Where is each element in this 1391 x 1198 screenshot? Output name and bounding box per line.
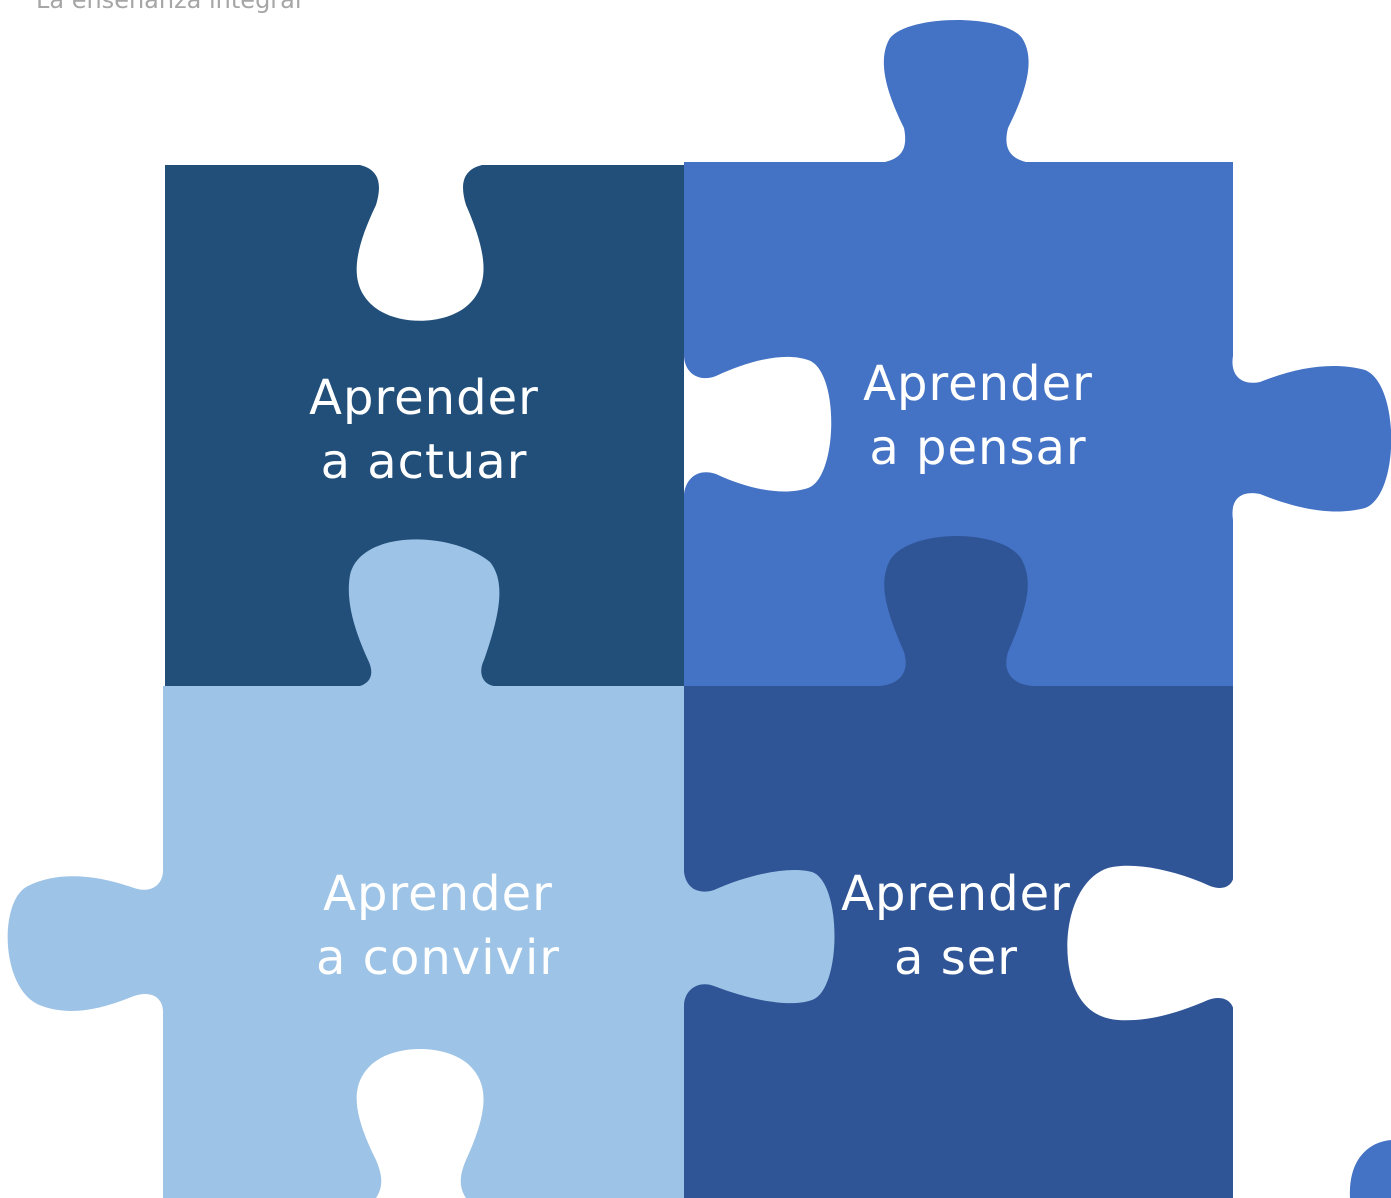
decorative-circle — [1349, 1140, 1391, 1198]
label-actuar: Aprender a actuar — [264, 366, 584, 494]
puzzle-notch-ser — [1067, 865, 1235, 1021]
puzzle-notch-convivir — [356, 1049, 484, 1198]
label-convivir-line1: Aprender — [323, 866, 553, 922]
label-pensar-line2: a pensar — [869, 420, 1087, 476]
puzzle-piece-ser — [684, 536, 1233, 1198]
label-pensar-line1: Aprender — [863, 356, 1093, 412]
label-ser-line1: Aprender — [841, 866, 1071, 922]
puzzle-piece-convivir — [7, 539, 835, 1198]
page-header: La enseñanza integral — [36, 0, 302, 14]
label-ser: Aprender a ser — [796, 862, 1116, 990]
label-convivir: Aprender a convivir — [278, 862, 598, 990]
label-pensar: Aprender a pensar — [818, 352, 1138, 480]
puzzle-piece-pensar — [684, 20, 1391, 716]
label-actuar-line2: a actuar — [320, 434, 528, 490]
label-convivir-line2: a convivir — [315, 930, 561, 986]
label-ser-line2: a ser — [894, 930, 1018, 986]
label-actuar-line1: Aprender — [309, 370, 539, 426]
